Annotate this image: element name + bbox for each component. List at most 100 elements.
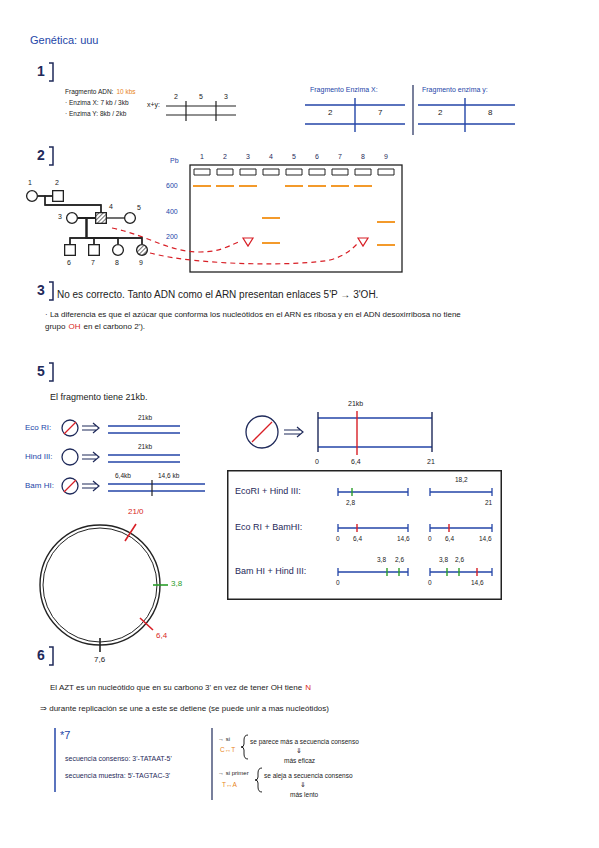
label-wrap: se aleja a secuencia consenso: [264, 772, 353, 779]
map-text: 6,4: [445, 535, 454, 542]
label-wrap: Bam HI:: [25, 482, 54, 491]
note-text: 21kb: [138, 414, 152, 421]
node-outline: [124, 212, 136, 224]
node-text-wrap: 2,6: [395, 556, 404, 563]
node-outline: [88, 244, 100, 256]
node-text-wrap: 14,6: [479, 535, 492, 542]
label-wrap: 6,4kb: [115, 472, 131, 479]
note-text: 6,4: [156, 632, 167, 641]
female-symbol: 9: [136, 244, 148, 256]
site-mark: [125, 524, 153, 630]
node-text-wrap: Bam HI + Hind III:: [235, 567, 306, 577]
note-text: 6,4kb: [115, 472, 131, 479]
linear-map: [318, 418, 432, 447]
note-text: 3: [246, 153, 250, 161]
dashed-link: [112, 228, 241, 252]
bracket-line: [54, 728, 56, 792]
label-wrap: 6,4: [156, 632, 167, 641]
label-wrap: No es correcto. Tanto ADN como el ARN pr…: [57, 289, 378, 300]
label-wrap: 21/0: [128, 508, 144, 517]
section-bracket: [49, 63, 53, 665]
note-text: N: [305, 684, 311, 693]
note-text: secuencia muestra: 5'-TAGTAC-3': [65, 772, 170, 780]
map-text: 3,8: [377, 556, 386, 563]
label-wrap: 7: [338, 153, 342, 161]
label-wrap: 2: [223, 153, 227, 161]
note-text: 6,4: [351, 458, 361, 466]
note-text: 3: [224, 93, 228, 101]
note-text: ⇒ durante replicación se une a este se d…: [40, 705, 329, 714]
label-wrap: 6: [315, 153, 319, 161]
note-text: 21kb: [348, 400, 363, 408]
dashed-link: [150, 244, 357, 264]
section-number: 5: [37, 364, 45, 379]
note-text: Fragmento Enzima X:: [310, 86, 378, 94]
square-outline: [53, 191, 64, 202]
note-text: 200: [166, 233, 178, 241]
node-outline: [64, 244, 76, 256]
map-text: 14,6: [397, 535, 410, 542]
note-text: 3,8: [171, 580, 182, 589]
label-wrap: 6,4: [351, 458, 361, 466]
label-wrap: 3: [246, 153, 250, 161]
note-text: Pb: [170, 157, 179, 165]
page-title: Genética: uuu: [30, 34, 99, 46]
plasmid-map: [40, 525, 160, 645]
label-wrap: · Enzima X: 7 kb / 3kb: [65, 99, 129, 106]
label-wrap: ⇓: [296, 747, 302, 755]
label-wrap: ⇒ durante replicación se une a este se d…: [40, 705, 329, 714]
label-wrap: 21kb: [138, 414, 152, 421]
label-wrap: → si primer: [218, 770, 249, 777]
pedigree-line: [87, 218, 96, 244]
note-text: secuencia consenso: 3'-TATAAT-5': [65, 755, 172, 763]
label-wrap: se parece más a secuencia consenso: [250, 738, 359, 745]
circle-outline: [27, 191, 38, 202]
label-wrap: 4: [269, 153, 273, 161]
circle-outline: [125, 213, 136, 224]
separator-line: [412, 85, 413, 135]
map-text: 14,6: [471, 579, 484, 586]
note-text: ⇓: [296, 747, 302, 755]
label-wrap: Fragmento ADN:: [65, 88, 113, 95]
section-number: 6: [37, 648, 45, 663]
divider-line: [211, 728, 212, 800]
node-text-wrap: 0: [428, 579, 432, 586]
note-text: grupo: [45, 323, 65, 332]
note-text: 21: [427, 458, 435, 466]
gel-well: [194, 169, 394, 175]
site-mark: [357, 524, 477, 576]
square-outline: [65, 245, 76, 256]
node-text-wrap: 0: [428, 535, 432, 542]
node-text-wrap: 6,4: [353, 535, 362, 542]
map-text: 2,6: [455, 556, 464, 563]
male-symbol: 6: [64, 244, 76, 256]
label-wrap: 1: [200, 153, 204, 161]
label-wrap: 3,8: [171, 580, 182, 589]
note-text: → si primer: [218, 770, 249, 777]
map-text: 0: [428, 535, 432, 542]
label-wrap: 1: [37, 64, 45, 79]
node-text-wrap: 6,4: [445, 535, 454, 542]
note-text: ⇓: [300, 781, 306, 789]
node-outline: [26, 190, 38, 202]
note-text: · Enzima Y: 8kb / 2kb: [65, 110, 126, 117]
individual-number: 4: [109, 203, 113, 211]
node-text-wrap: 3,8: [377, 556, 386, 563]
node-text-wrap: 6: [67, 259, 71, 267]
cut-map: [166, 101, 236, 121]
node-outline: [52, 190, 64, 202]
node-text-wrap: 14,6: [397, 535, 410, 542]
label-wrap: x+y:: [147, 101, 160, 109]
note-text: 400: [166, 208, 178, 216]
node-outline: [136, 244, 148, 256]
label-wrap: 8: [361, 153, 365, 161]
cut-mark: [64, 422, 272, 492]
note-text: 7: [378, 109, 382, 118]
label-wrap: Fragmento Enzima X:: [310, 86, 378, 94]
label-wrap: El fragmento tiene 21kb.: [50, 393, 148, 403]
label-wrap: C↔T: [220, 746, 235, 753]
individual-number: 1: [28, 179, 32, 187]
note-text: 1: [200, 153, 204, 161]
